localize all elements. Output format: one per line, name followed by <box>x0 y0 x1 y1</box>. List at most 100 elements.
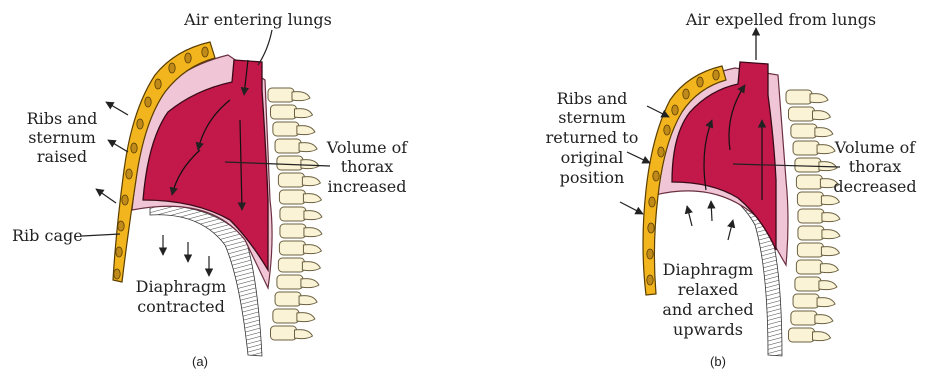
rib-cage-b-rib-end <box>649 197 655 207</box>
diaphragm-label-a-1: Diaphragm <box>136 277 227 296</box>
rib-cage-pointer <box>82 234 120 236</box>
spine-b-vertebra <box>788 107 814 121</box>
rib-cage-b-rib-end <box>672 105 678 115</box>
rib-cage-label: Rib cage <box>12 226 83 245</box>
spine-a-vertebra <box>278 173 304 187</box>
spine-a-spinous-process <box>302 177 320 186</box>
caption-a: (a) <box>192 354 208 369</box>
ribs-label-b-5: position <box>560 168 625 187</box>
spine-a-vertebra <box>279 190 305 204</box>
spine-a-spinous-process <box>294 109 312 118</box>
spine-b-vertebra <box>791 311 817 325</box>
spine-b-vertebra <box>793 141 819 155</box>
spine-a-vertebra <box>270 105 296 119</box>
volume-label-b-3: decreased <box>833 177 916 196</box>
spine-b-spinous-process <box>820 264 838 273</box>
rib-cage-a-rib-end <box>118 221 124 231</box>
panel-a: Air entering lungs Ribs and sternum rais… <box>12 10 408 369</box>
spine-a-vertebra <box>277 156 303 170</box>
spine-a-spinous-process <box>297 126 315 135</box>
ribs-label-b-2: sternum <box>558 108 626 127</box>
spine-b-spinous-process <box>815 128 833 137</box>
spine-b-spinous-process <box>821 247 839 256</box>
ribs-label-b-1: Ribs and <box>557 89 628 108</box>
diaphragm-label-b-4: upwards <box>673 320 743 339</box>
spine-a-vertebra <box>275 292 301 306</box>
rib-arrow-b-2 <box>627 152 650 163</box>
spine-a-vertebra <box>278 258 304 272</box>
title-pointer-a <box>258 30 272 65</box>
spine-a-vertebra <box>273 309 299 323</box>
spine-b-vertebra <box>795 277 821 291</box>
spine-b-vertebra <box>793 294 819 308</box>
spine-a-spinous-process <box>299 143 317 152</box>
spine-a-spinous-process <box>304 228 322 237</box>
rib-arrow-a-2 <box>108 140 128 152</box>
rib-cage-a-rib-end <box>145 97 151 107</box>
spine-b-vertebra <box>796 175 822 189</box>
volume-label-b-1: Volume of <box>834 138 917 157</box>
rib-cage-a-rib-end <box>155 79 161 89</box>
spine-a-vertebra <box>268 88 294 102</box>
spine-b-vertebra <box>786 90 812 104</box>
volume-label-a-1: Volume of <box>326 138 409 157</box>
rib-cage-a-rib-end <box>131 143 137 153</box>
spine-b-vertebra <box>788 328 814 342</box>
ribs-label-a-3: raised <box>37 147 87 166</box>
spine-b-vertebra <box>797 192 823 206</box>
spine-a-vertebra <box>280 224 306 238</box>
diaphragm-arrow-b-3 <box>728 220 733 240</box>
diaphragm-arrow-b-1 <box>687 206 692 226</box>
rib-cage-b-rib-end <box>664 125 670 135</box>
spine-b-vertebra <box>797 243 823 257</box>
rib-cage-a-rib-end <box>169 63 175 73</box>
rib-cage-a-rib-end <box>122 195 128 205</box>
spine-b-spinous-process <box>817 145 835 154</box>
spine-b-vertebra <box>791 124 817 138</box>
spine-a-vertebra <box>275 139 301 153</box>
spine-b-spinous-process <box>812 332 830 341</box>
spine-b-spinous-process <box>810 94 828 103</box>
ribs-label-a-1: Ribs and <box>27 109 98 128</box>
panel-a-title: Air entering lungs <box>183 10 332 29</box>
ribs-label-b-4: original <box>561 148 624 167</box>
volume-label-b-2: thorax <box>849 157 902 176</box>
spine-a-spinous-process <box>302 262 320 271</box>
rib-cage-a-rib-end <box>114 269 120 279</box>
rib-cage-b-rib-end <box>653 171 659 181</box>
rib-arrow-b-3 <box>620 202 643 214</box>
spine-a-vertebra <box>277 275 303 289</box>
panel-b: Air expelled from lungs Ribs and sternum… <box>546 10 917 369</box>
spine-b-spinous-process <box>819 281 837 290</box>
rib-arrow-a-1 <box>106 102 128 115</box>
spine-b-spinous-process <box>817 298 835 307</box>
spine-b-spinous-process <box>812 111 830 120</box>
ribs-label-b-3: returned to <box>546 128 639 147</box>
spine-a-spinous-process <box>301 160 319 169</box>
diaphragm-label-a-2: contracted <box>137 297 225 316</box>
rib-cage-a-rib-end <box>116 247 122 257</box>
ribs-label-a-2: sternum <box>28 128 96 147</box>
spine-b-vertebra <box>795 158 821 172</box>
spine-b-spinous-process <box>822 230 840 239</box>
rib-cage-b-rib-end <box>683 89 689 99</box>
spine-a-vertebra <box>280 207 306 221</box>
panel-b-title: Air expelled from lungs <box>685 10 876 29</box>
rib-arrow-a-3 <box>96 189 116 203</box>
rib-cage-a-rib-end <box>185 53 191 63</box>
rib-cage-b-rib-end <box>713 70 719 80</box>
rib-cage-b-rib-end <box>658 147 664 157</box>
rib-cage-b-rib-end <box>648 223 654 233</box>
spine-b-spinous-process <box>815 315 833 324</box>
spine-a-spinous-process <box>297 313 315 322</box>
spine-a-spinous-process <box>294 330 312 339</box>
diaphragm-label-b-2: relaxed <box>678 280 739 299</box>
diaphragm-label-b-3: and arched <box>662 300 753 319</box>
rib-cage-a-rib-end <box>126 169 132 179</box>
spine-b-spinous-process <box>821 196 839 205</box>
spine-a-vertebra <box>273 122 299 136</box>
rib-cage-b-rib-end <box>647 249 653 259</box>
rib-cage-b-rib-end <box>697 77 703 87</box>
spine-b-vertebra <box>798 209 824 223</box>
